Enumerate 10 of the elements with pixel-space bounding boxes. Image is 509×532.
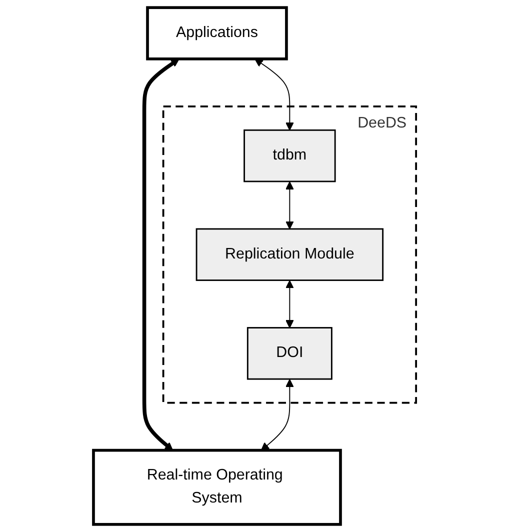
node-box: Replication Module	[196, 228, 384, 281]
arrow	[142, 58, 180, 451]
arrow	[285, 280, 294, 328]
node-box: Real-time Operating System	[92, 448, 342, 526]
node-box: tdbm	[243, 129, 336, 182]
node-box: DOI	[246, 327, 332, 380]
arrow	[260, 379, 294, 451]
node-box: Applications	[146, 6, 288, 60]
arrow	[285, 181, 294, 230]
arrow	[254, 58, 294, 131]
